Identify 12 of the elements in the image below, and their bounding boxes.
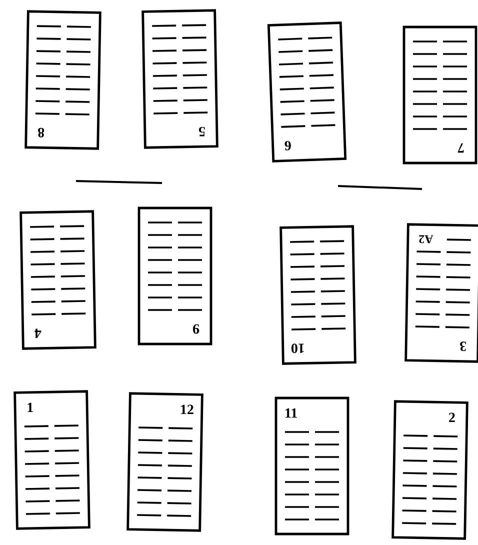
- page-box: 12: [126, 392, 204, 532]
- page-box: 3 A2: [404, 223, 478, 363]
- page-box: 11: [274, 396, 350, 536]
- page-box: 1: [14, 390, 90, 530]
- page-box: 7: [402, 26, 478, 164]
- page-box: 6: [267, 22, 347, 162]
- page-box: 10: [280, 225, 356, 365]
- page-box: 8: [24, 10, 102, 150]
- page-box: 4: [20, 210, 96, 350]
- page-box: 5: [142, 9, 218, 149]
- page-box: 9: [138, 206, 212, 346]
- page-box: 2: [392, 400, 468, 540]
